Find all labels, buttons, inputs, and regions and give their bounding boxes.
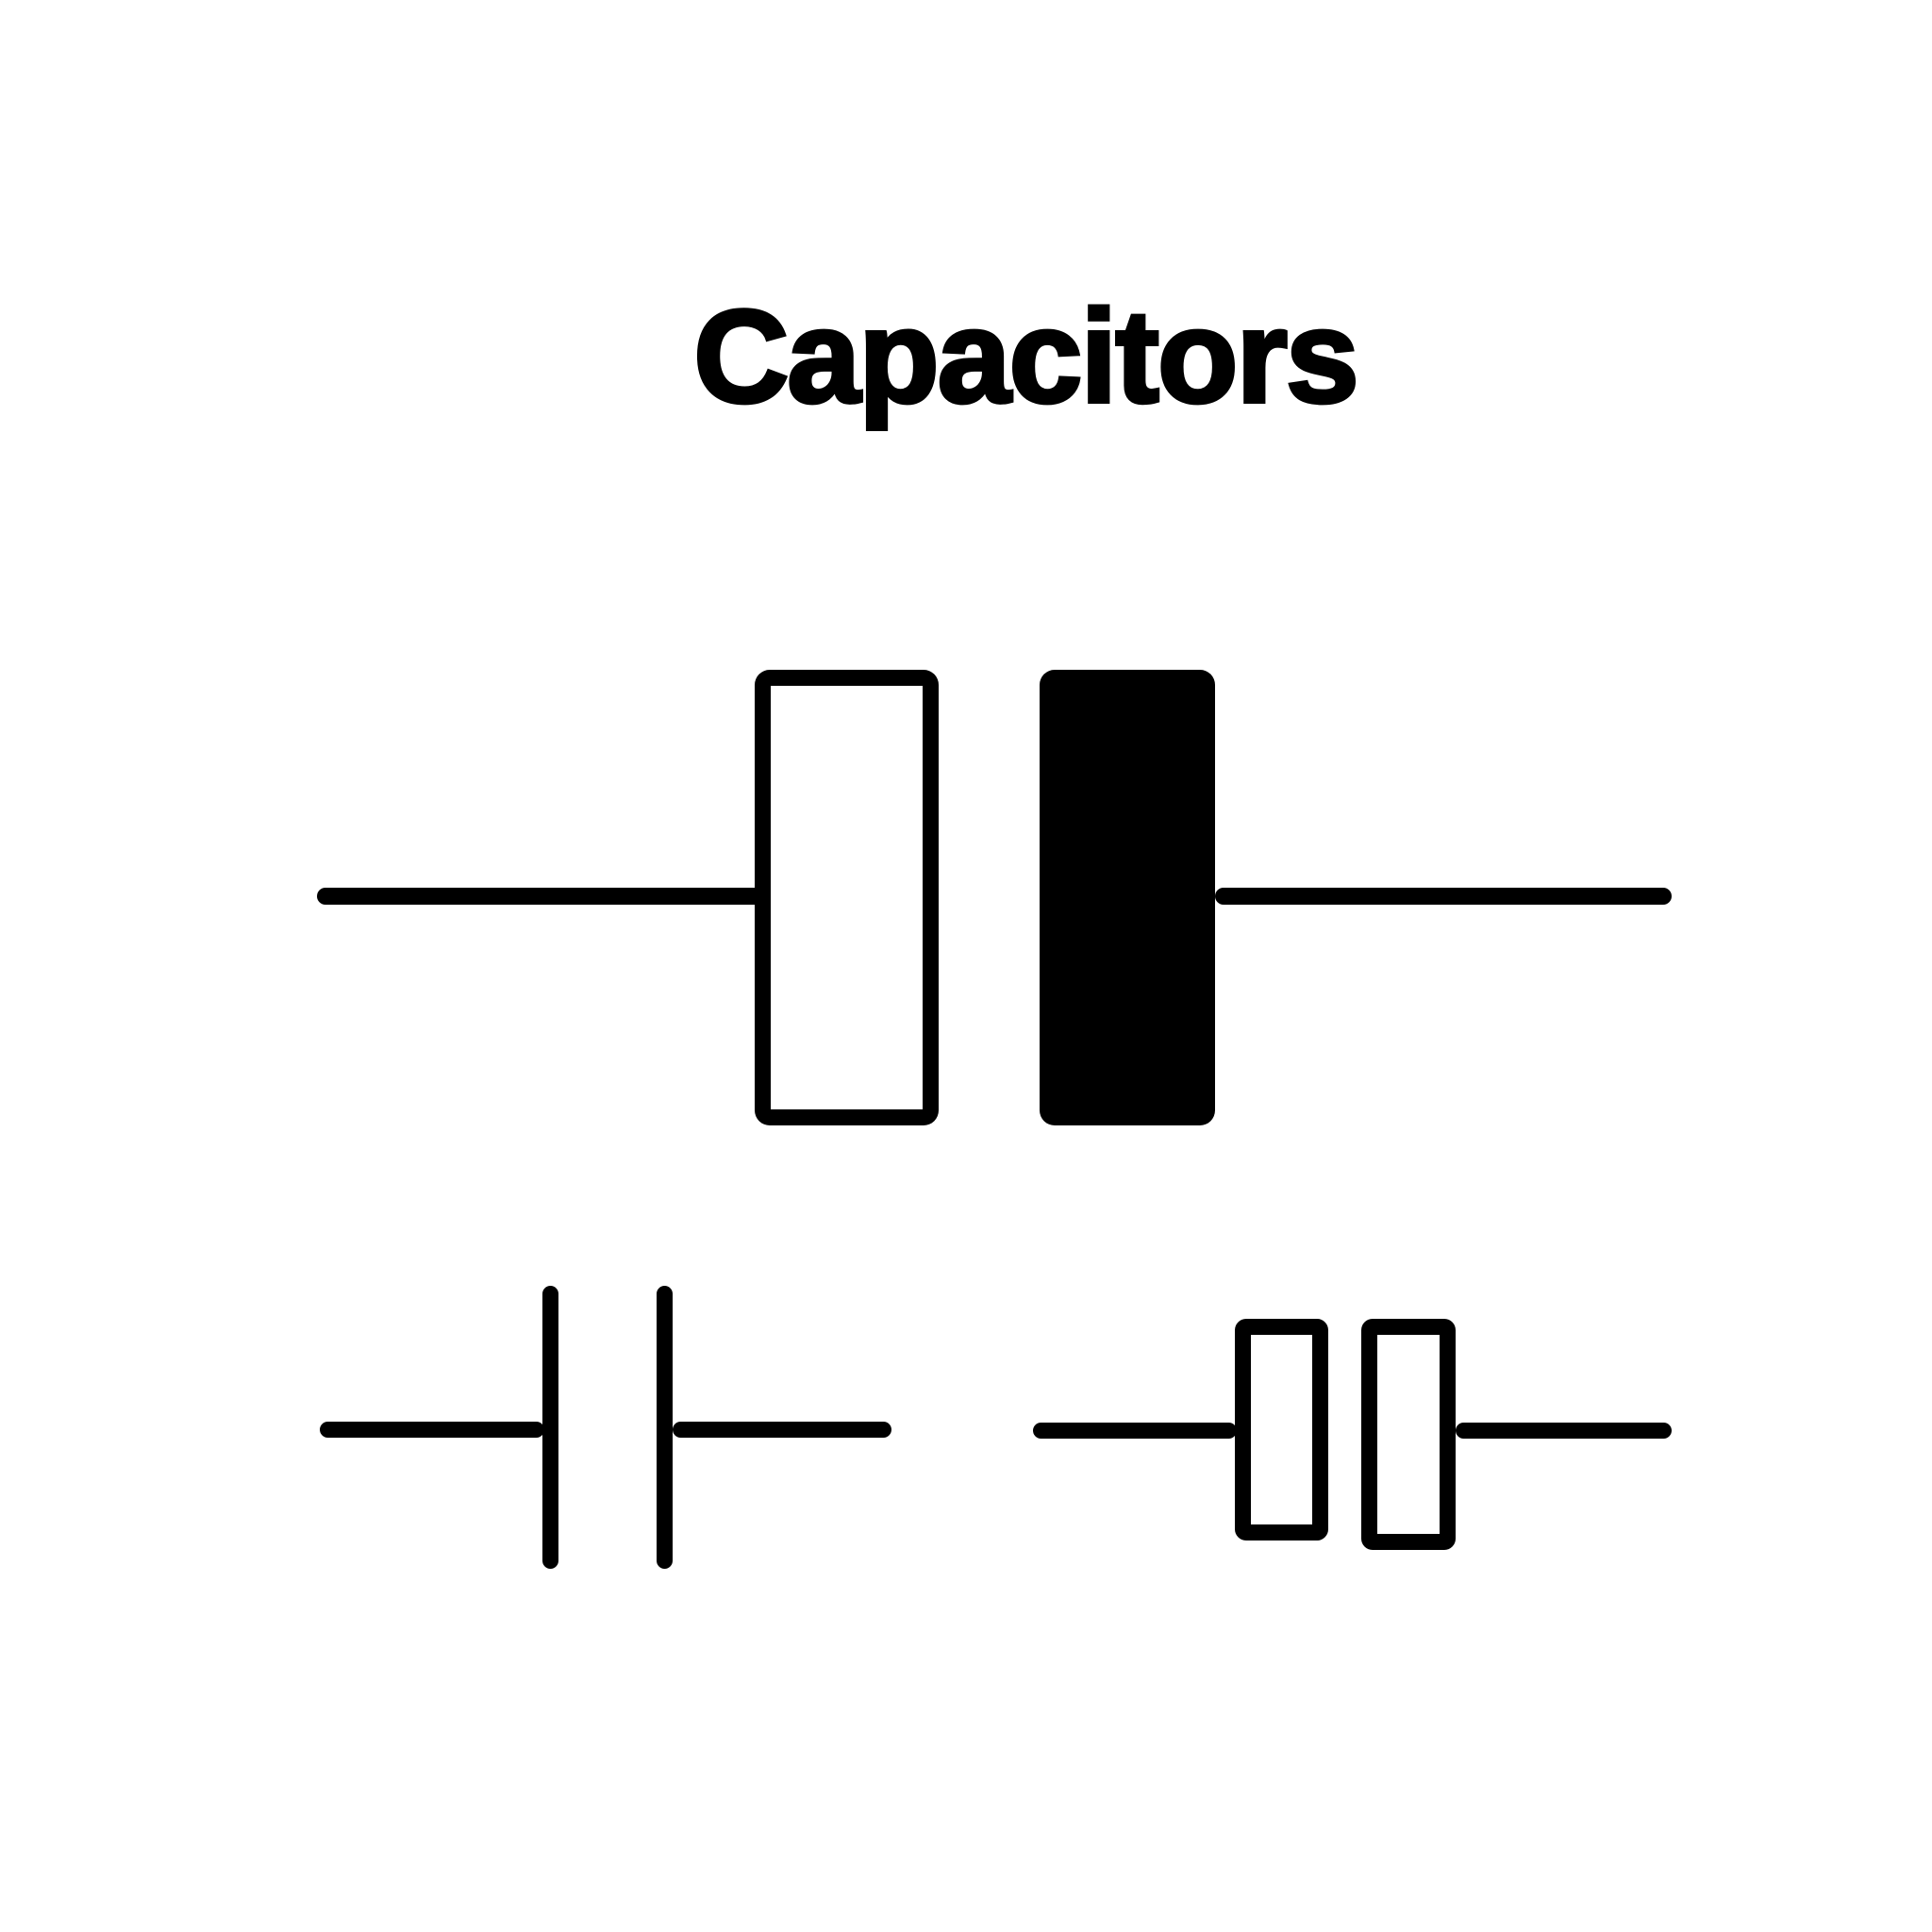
left-lead-wire — [317, 888, 766, 905]
open-plate-icon — [1361, 1319, 1456, 1550]
open-plate-icon — [1235, 1319, 1328, 1541]
left-lead-wire — [320, 1422, 544, 1438]
right-lead-wire — [1215, 888, 1672, 905]
line-plate-icon — [542, 1286, 558, 1569]
right-lead-wire — [673, 1422, 891, 1438]
right-lead-wire — [1456, 1423, 1672, 1439]
open-plate-icon — [755, 670, 939, 1125]
line-plate-icon — [657, 1286, 673, 1569]
page-title: Capacitors — [691, 282, 1361, 430]
left-lead-wire — [1033, 1423, 1237, 1439]
filled-plate-icon — [1040, 670, 1215, 1125]
